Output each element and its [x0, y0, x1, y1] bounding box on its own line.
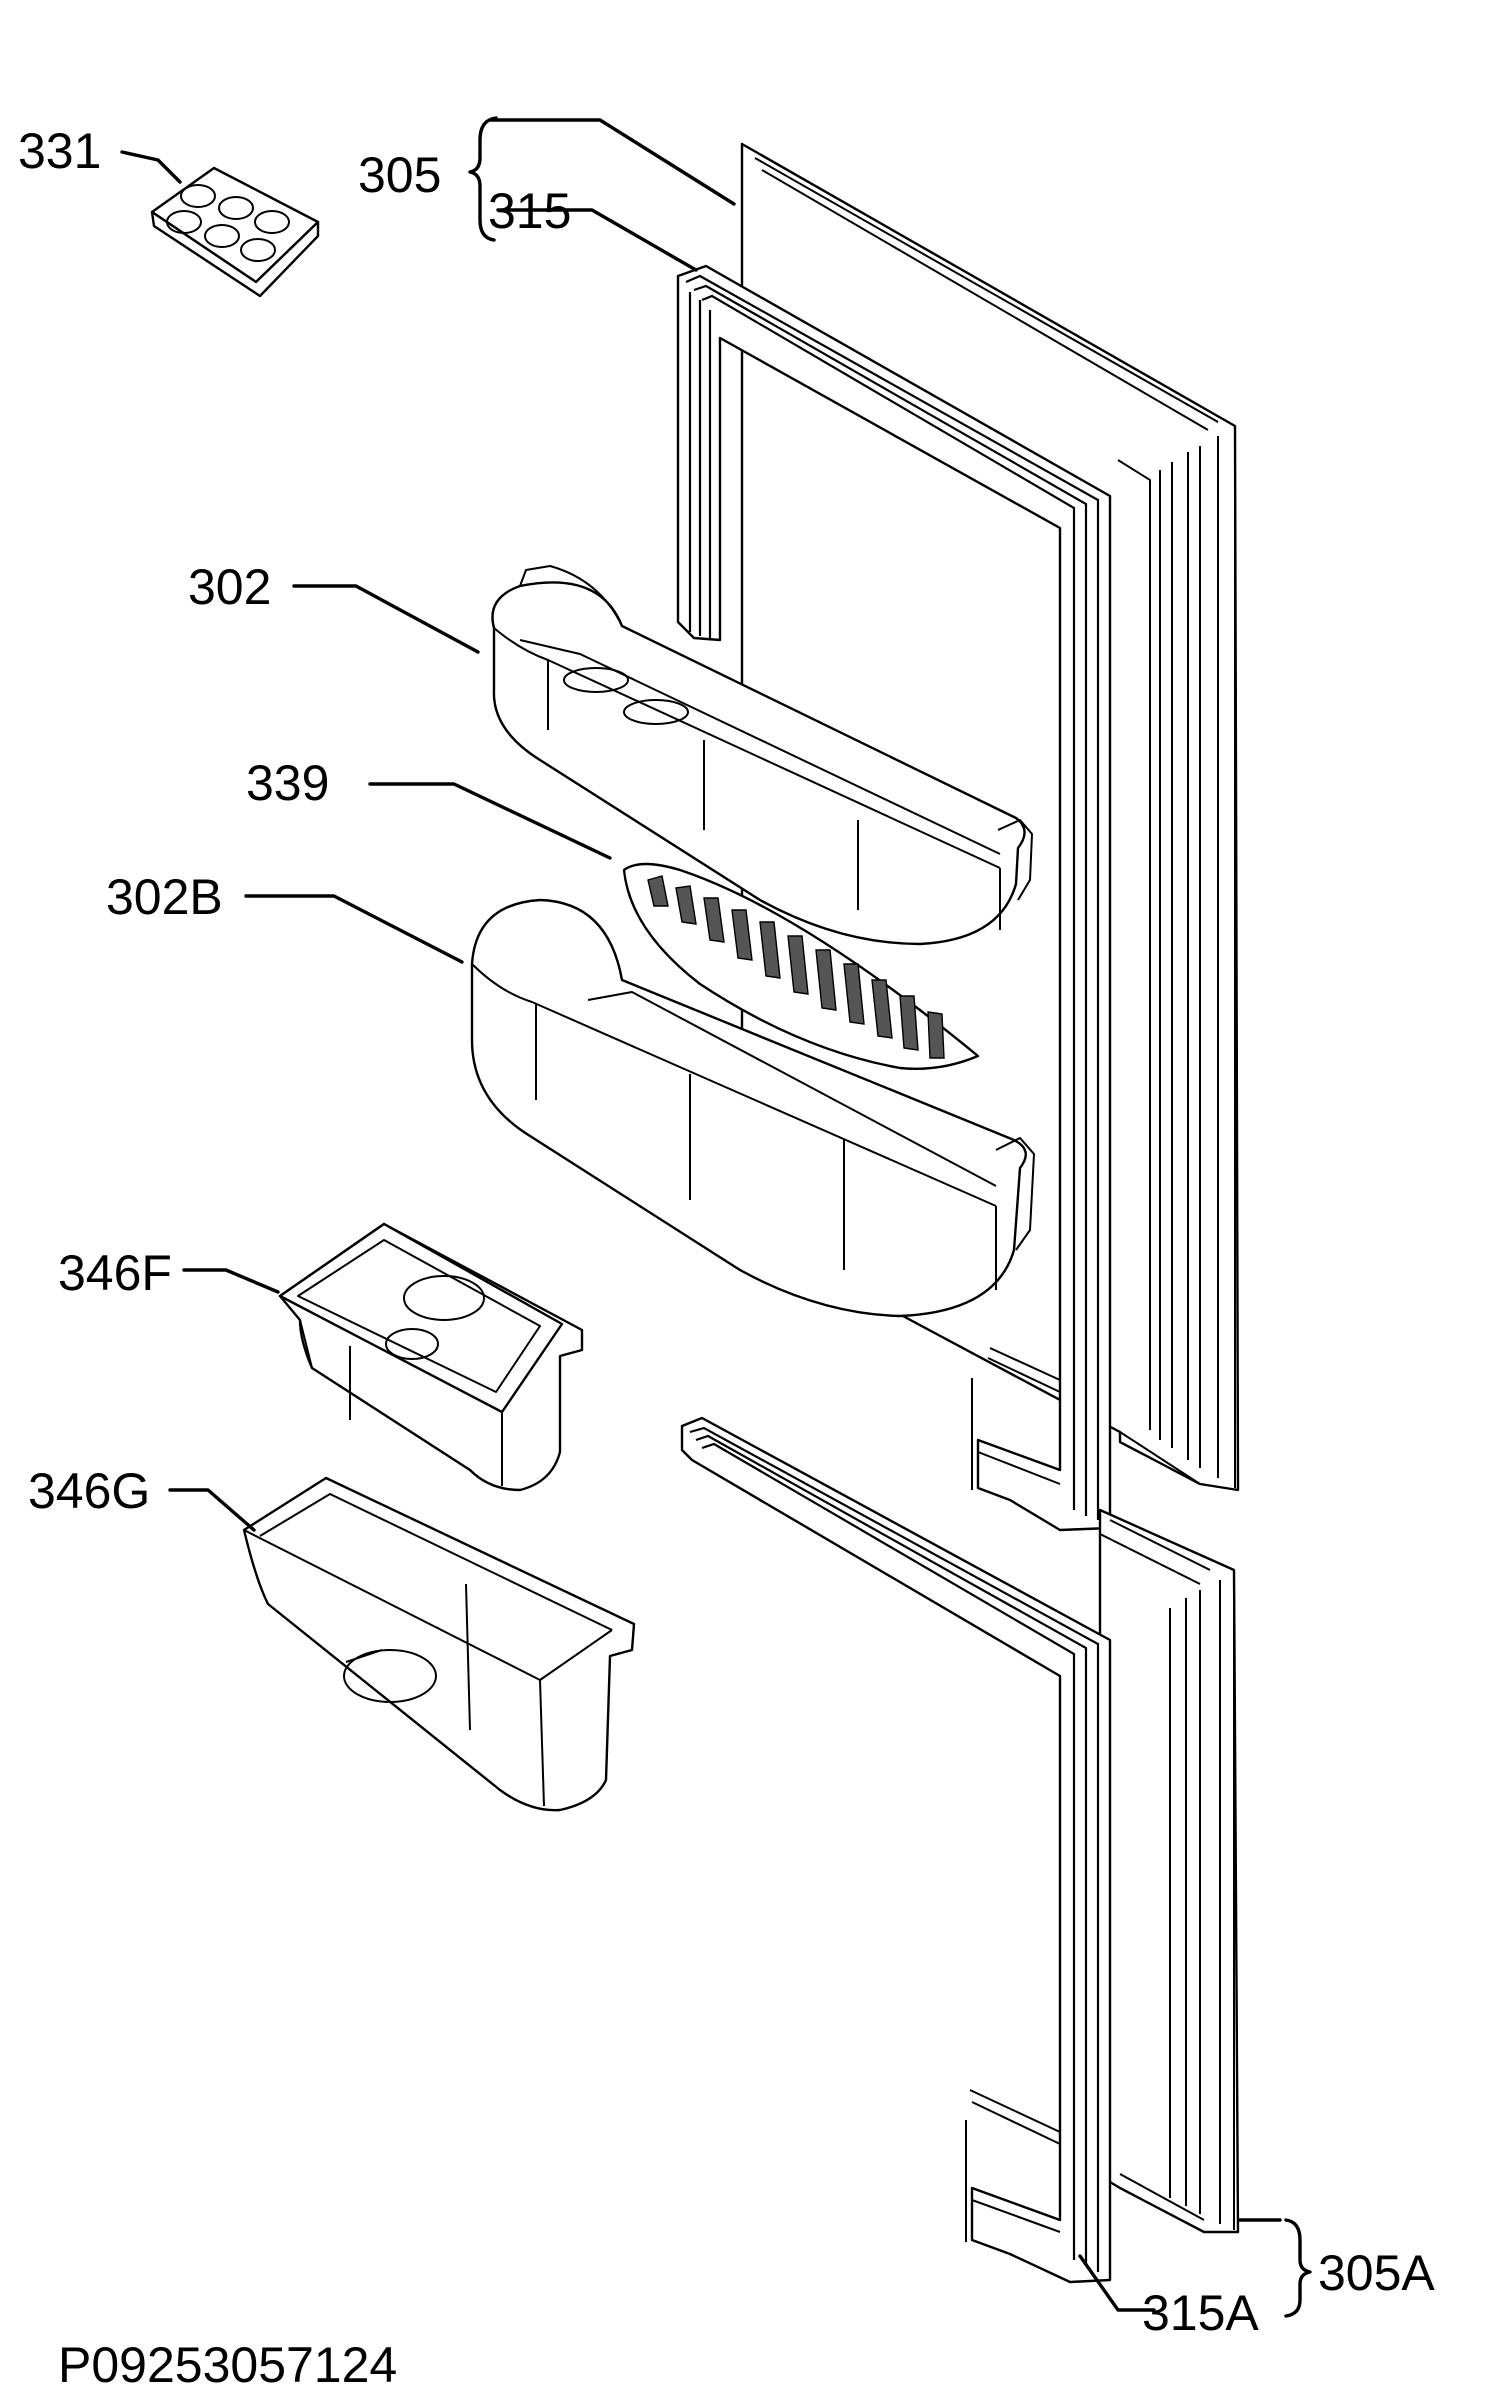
- bracket-305a-315a: [1284, 2218, 1312, 2318]
- label-331: 331: [18, 123, 101, 179]
- label-315: 315: [488, 183, 571, 239]
- label-346f: 346F: [58, 1245, 172, 1301]
- upper-door-gasket: [676, 264, 1112, 1532]
- lower-door-panel: [1098, 1508, 1240, 2234]
- label-305a: 305A: [1318, 2245, 1435, 2301]
- label-302b: 302B: [106, 869, 223, 925]
- bracket-305-315: [468, 116, 498, 242]
- shelf-insert-339: [622, 862, 980, 1070]
- label-302: 302: [188, 559, 271, 615]
- label-339: 339: [246, 755, 329, 811]
- label-346g: 346G: [28, 1463, 150, 1519]
- door-shelf-302: [491, 565, 1033, 946]
- door-shelf-302b: [470, 898, 1035, 1318]
- leader-lines: [120, 118, 1282, 2312]
- dairy-box-346g: [242, 1476, 636, 1812]
- dairy-box-346f: [278, 1222, 584, 1492]
- lower-door-gasket: [680, 1416, 1112, 2284]
- egg-tray: [150, 166, 320, 298]
- label-315a: 315A: [1142, 2285, 1259, 2341]
- label-305: 305: [358, 147, 441, 203]
- diagram-code: P09253057124: [58, 2337, 397, 2393]
